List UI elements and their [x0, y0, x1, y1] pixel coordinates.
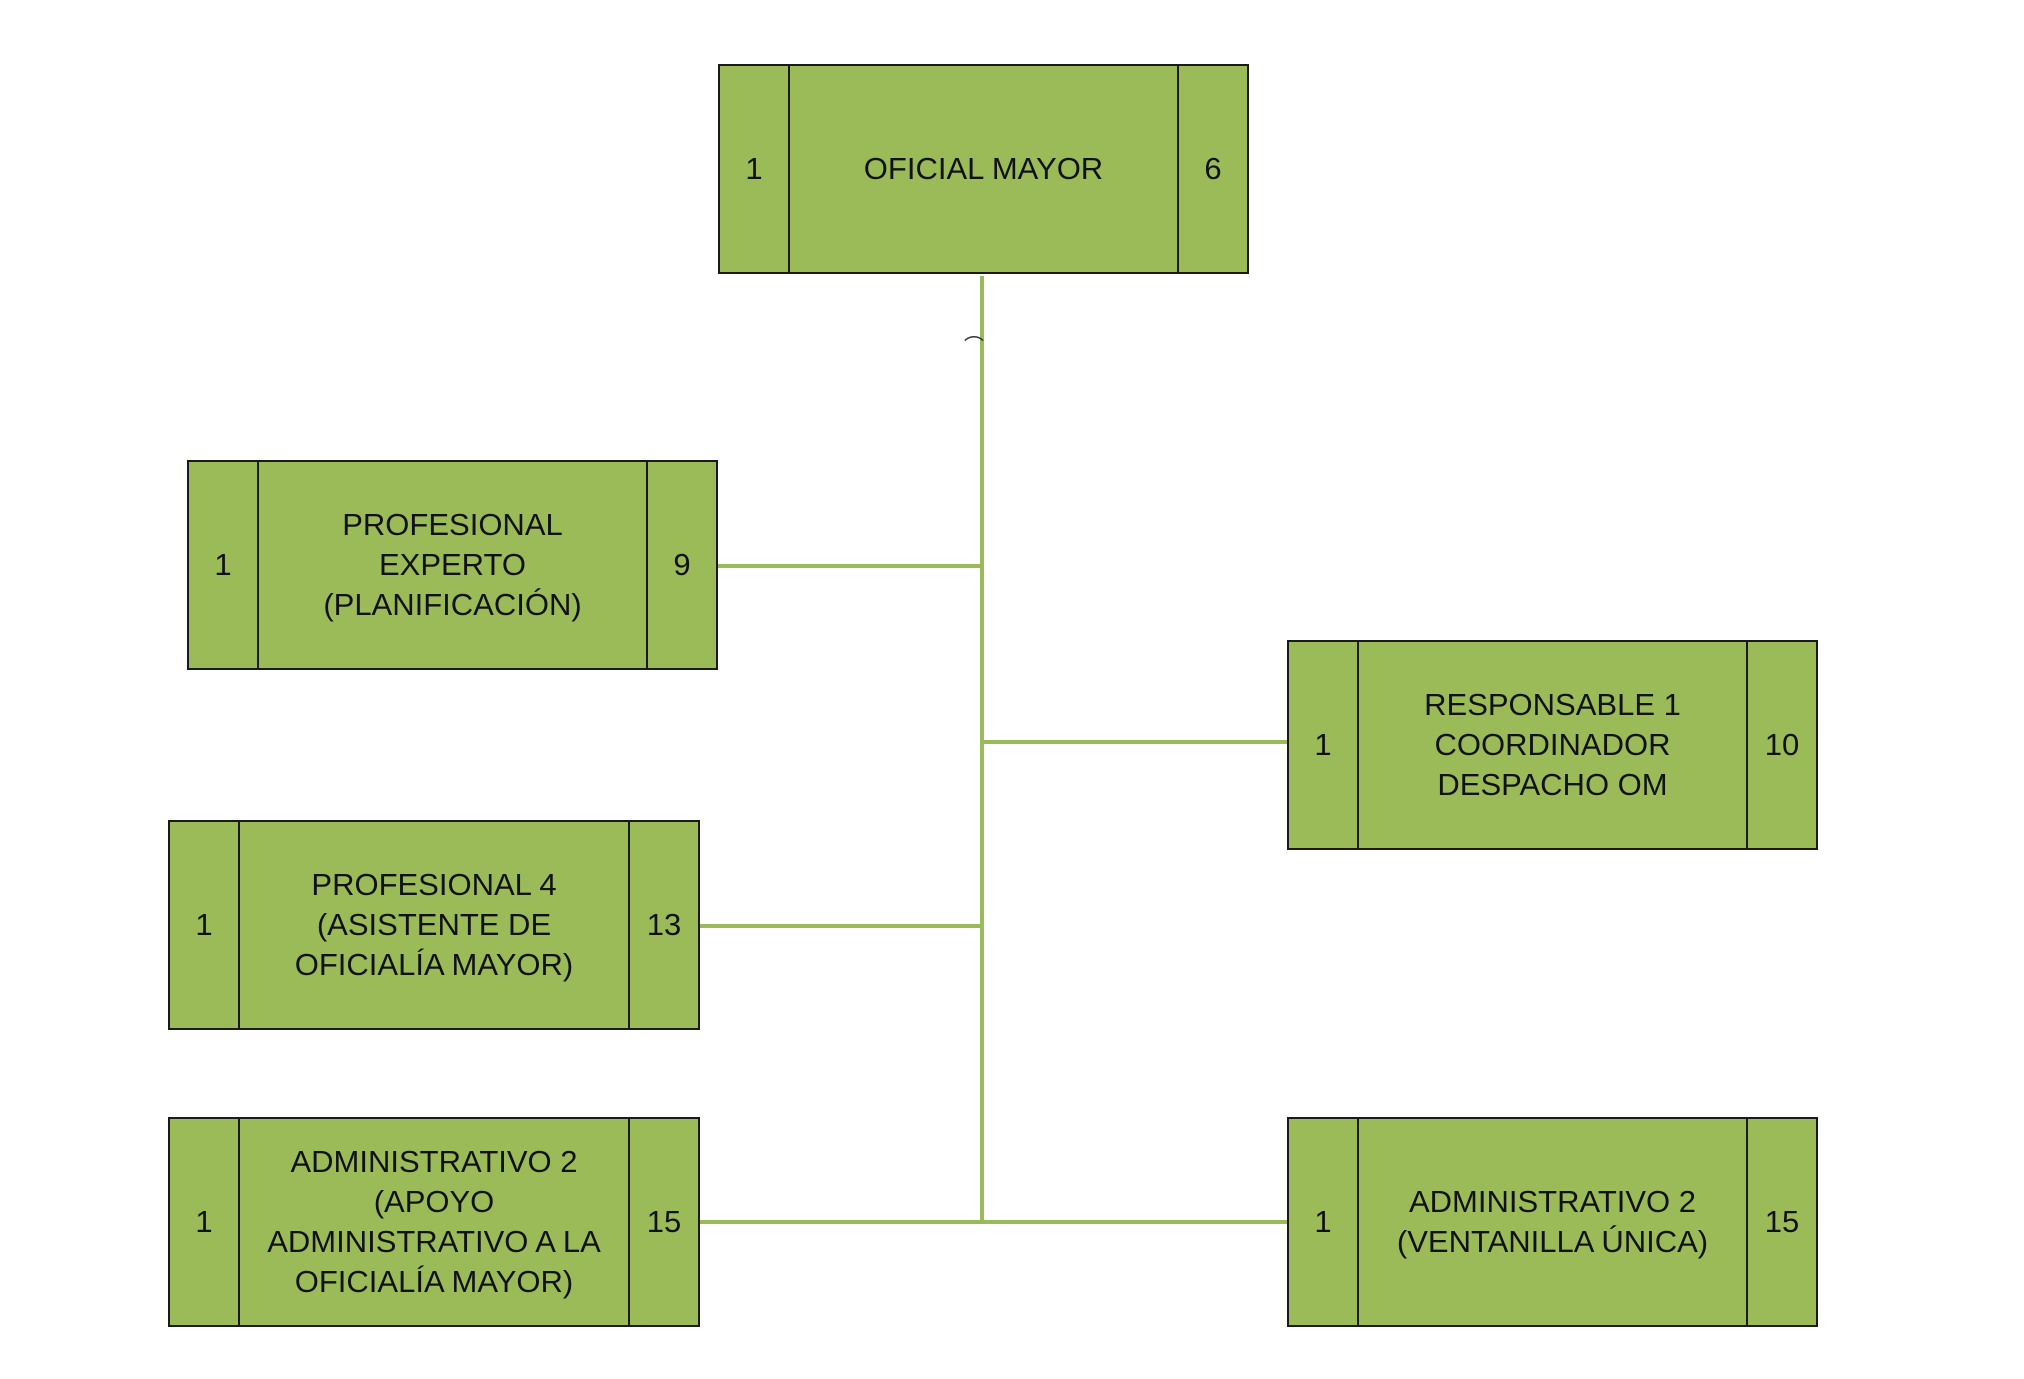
node-responsable-coordinador: 1 RESPONSABLE 1 COORDINADOR DESPACHO OM …	[1287, 640, 1818, 850]
node-title: ADMINISTRATIVO 2 (APOYO ADMINISTRATIVO A…	[267, 1144, 601, 1299]
node-right-number: 13	[628, 822, 698, 1028]
node-title: RESPONSABLE 1 COORDINADOR DESPACHO OM	[1424, 687, 1681, 802]
node-title: PROFESIONAL EXPERTO (PLANIFICACIÓN)	[323, 507, 582, 622]
node-left-number: 1	[1289, 1119, 1359, 1325]
node-left-number: 1	[189, 462, 259, 668]
node-title: PROFESIONAL 4 (ASISTENTE DE OFICIALÍA MA…	[294, 867, 574, 982]
node-right-number: 9	[646, 462, 716, 668]
node-left-number: 1	[720, 66, 790, 272]
node-left-number: 1	[170, 822, 240, 1028]
node-title: ADMINISTRATIVO 2 (VENTANILLA ÚNICA)	[1396, 1184, 1709, 1259]
node-profesional-4: 1 PROFESIONAL 4 (ASISTENTE DE OFICIALÍA …	[168, 820, 700, 1030]
node-title: OFICIAL MAYOR	[863, 151, 1104, 186]
node-administrativo-ventanilla: 1 ADMINISTRATIVO 2 (VENTANILLA ÚNICA) 15	[1287, 1117, 1818, 1327]
node-right-number: 15	[1746, 1119, 1816, 1325]
node-right-number: 6	[1177, 66, 1247, 272]
node-oficial-mayor: 1 OFICIAL MAYOR 6	[718, 64, 1249, 274]
node-profesional-experto: 1 PROFESIONAL EXPERTO (PLANIFICACIÓN) 9	[187, 460, 718, 670]
node-left-number: 1	[1289, 642, 1359, 848]
node-right-number: 15	[628, 1119, 698, 1325]
node-right-number: 10	[1746, 642, 1816, 848]
node-left-number: 1	[170, 1119, 240, 1325]
node-administrativo-apoyo: 1 ADMINISTRATIVO 2 (APOYO ADMINISTRATIVO…	[168, 1117, 700, 1327]
connector-mark-icon: ⌒	[964, 334, 984, 358]
